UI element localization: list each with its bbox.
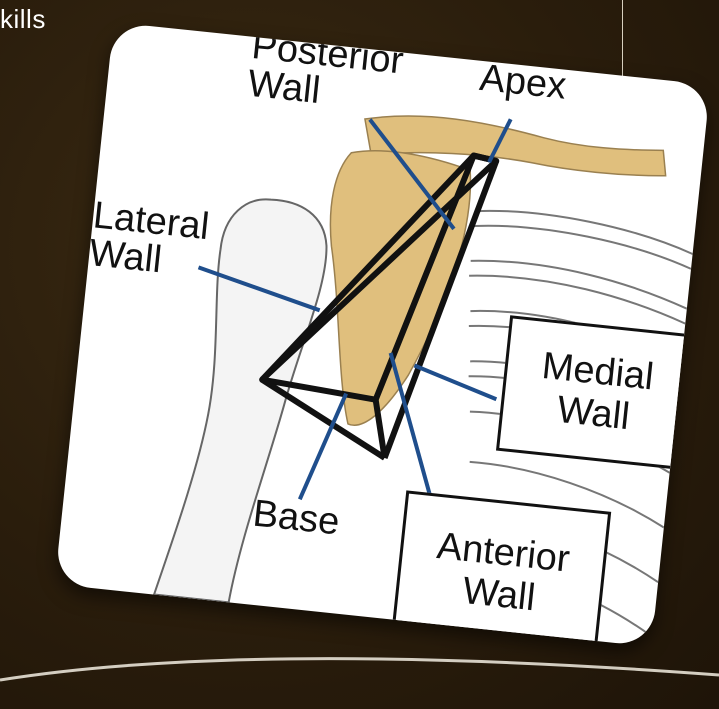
medial-wall-label: Medial Wall: [496, 315, 695, 470]
slide-title: kills: [0, 4, 46, 35]
lateral-wall-label: Lateral Wall: [87, 196, 244, 287]
axilla-diagram-card: Posterior Wall Apex Lateral Wall Medial …: [55, 22, 711, 647]
divider-line: [622, 0, 623, 82]
base-label: Base: [251, 495, 341, 542]
medial-wall-pointer: [412, 366, 499, 400]
